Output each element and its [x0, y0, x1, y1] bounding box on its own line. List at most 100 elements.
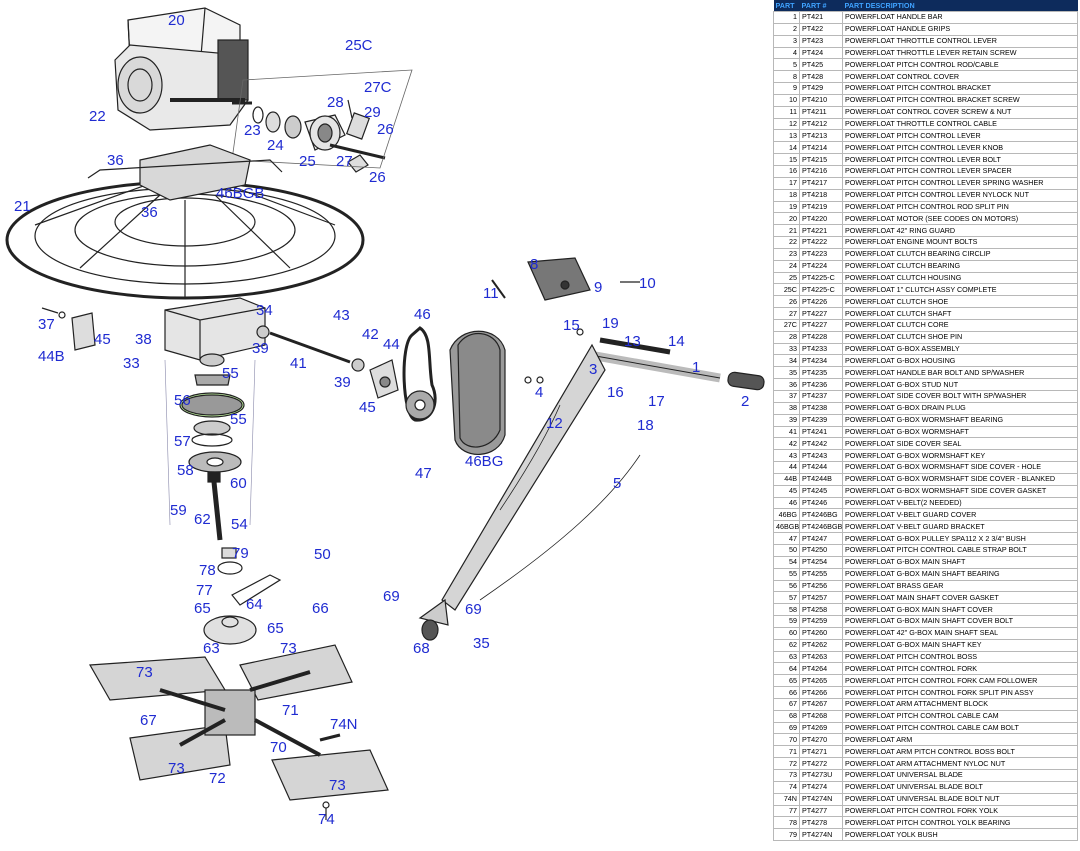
part-description-cell: POWERFLOAT G-BOX WORMSHAFT SIDE COVER GA…: [842, 484, 1078, 498]
part-description-cell: POWERFLOAT PITCH CONTROL BOSS: [842, 650, 1078, 664]
part-number-cell: PT4274N: [799, 792, 843, 806]
part-number-cell: PT4277: [799, 804, 843, 818]
header-part-number: PART #: [799, 0, 843, 12]
header-part-description: PART DESCRIPTION: [842, 0, 1078, 12]
part-ref-cell: 56: [773, 579, 800, 593]
part-number-cell: PT4214: [799, 141, 843, 155]
part-ref-cell: 42: [773, 437, 800, 451]
part-description-cell: POWERFLOAT UNIVERSAL BLADE BOLT NUT: [842, 792, 1078, 806]
part-description-cell: POWERFLOAT THROTTLE CONTROL CABLE: [842, 117, 1078, 131]
part-ref-cell: 62: [773, 638, 800, 652]
part-ref-cell: 12: [773, 117, 800, 131]
part-number-cell: PT4219: [799, 200, 843, 214]
part-number-cell: PT4238: [799, 401, 843, 415]
part-description-cell: POWERFLOAT G-BOX MAIN SHAFT COVER BOLT: [842, 615, 1078, 628]
part-ref-cell: 33: [773, 342, 800, 356]
part-number-cell: PT4213: [799, 129, 843, 143]
part-number-cell: PT4221: [799, 224, 843, 238]
part-number-cell: PT429: [799, 82, 843, 95]
part-number-cell: PT424: [799, 46, 843, 60]
callout-73-bottom-left: 73: [168, 760, 185, 777]
callout-54: 54: [231, 516, 248, 533]
callout-36-top: 36: [107, 152, 124, 169]
callout-55-top: 55: [222, 365, 239, 382]
callout-47: 47: [415, 465, 432, 482]
part-ref-cell: 36: [773, 378, 800, 391]
belt-drawing: [402, 326, 506, 455]
callout-46: 46: [414, 306, 431, 323]
part-ref-cell: 39: [773, 413, 800, 427]
ring-guard-drawing: [5, 144, 365, 300]
callout-16: 16: [607, 384, 624, 401]
part-number-cell: PT4217: [799, 176, 843, 190]
part-description-cell: POWERFLOAT ARM ATTACHMENT NYLOC NUT: [842, 757, 1078, 770]
part-number-cell: PT423: [799, 34, 843, 48]
callout-79: 79: [232, 545, 249, 562]
part-ref-cell: 74: [773, 780, 800, 794]
part-ref-cell: 77: [773, 804, 800, 818]
part-number-cell: PT422: [799, 22, 843, 36]
part-ref-cell: 45: [773, 484, 800, 498]
part-number-cell: PT4227: [799, 318, 843, 332]
part-number-cell: PT4246: [799, 496, 843, 510]
part-ref-cell: 47: [773, 532, 800, 545]
part-description-cell: POWERFLOAT PITCH CONTROL LEVER NYLOCK NU…: [842, 188, 1078, 202]
callout-70: 70: [270, 739, 287, 756]
callout-65-right: 65: [267, 620, 284, 637]
callout-24: 24: [267, 137, 284, 154]
part-ref-cell: 78: [773, 816, 800, 830]
part-description-cell: POWERFLOAT CLUTCH SHAFT: [842, 307, 1078, 320]
part-description-cell: POWERFLOAT G-BOX STUD NUT: [842, 378, 1078, 391]
callout-74n: 74N: [330, 716, 358, 733]
callout-63: 63: [203, 640, 220, 657]
part-description-cell: POWERFLOAT ARM ATTACHMENT BLOCK: [842, 697, 1078, 711]
part-description-cell: POWERFLOAT G-BOX PULLEY SPA112 X 2 3/4" …: [842, 532, 1078, 545]
part-description-cell: POWERFLOAT G-BOX WORMSHAFT SIDE COVER - …: [842, 472, 1078, 486]
part-ref-cell: 71: [773, 745, 800, 759]
part-ref-cell: 43: [773, 449, 800, 463]
part-description-cell: POWERFLOAT UNIVERSAL BLADE BOLT: [842, 780, 1078, 794]
callout-64: 64: [246, 596, 263, 613]
part-ref-cell: 64: [773, 662, 800, 676]
part-number-cell: PT4211: [799, 105, 843, 119]
part-description-cell: POWERFLOAT HANDLE GRIPS: [842, 22, 1078, 36]
part-description-cell: POWERFLOAT ENGINE MOUNT BOLTS: [842, 236, 1078, 249]
part-number-cell: PT4235: [799, 366, 843, 380]
callout-74: 74: [318, 811, 335, 828]
part-number-cell: PT4274N: [799, 828, 843, 842]
part-ref-cell: 2: [773, 22, 800, 36]
callout-65-left: 65: [194, 600, 211, 617]
part-number-cell: PT4210: [799, 93, 843, 107]
part-description-cell: POWERFLOAT PITCH CONTROL FORK SPLIT PIN …: [842, 686, 1078, 699]
callout-66: 66: [312, 600, 329, 617]
part-number-cell: PT4246BG: [799, 508, 843, 522]
part-number-cell: PT4258: [799, 603, 843, 617]
callout-71: 71: [282, 702, 299, 719]
part-number-cell: PT4237: [799, 390, 843, 403]
part-number-cell: PT4239: [799, 413, 843, 427]
callout-39-top: 39: [252, 340, 269, 357]
part-number-cell: PT4264: [799, 662, 843, 676]
callout-14: 14: [668, 333, 685, 350]
part-number-cell: PT4259: [799, 615, 843, 628]
